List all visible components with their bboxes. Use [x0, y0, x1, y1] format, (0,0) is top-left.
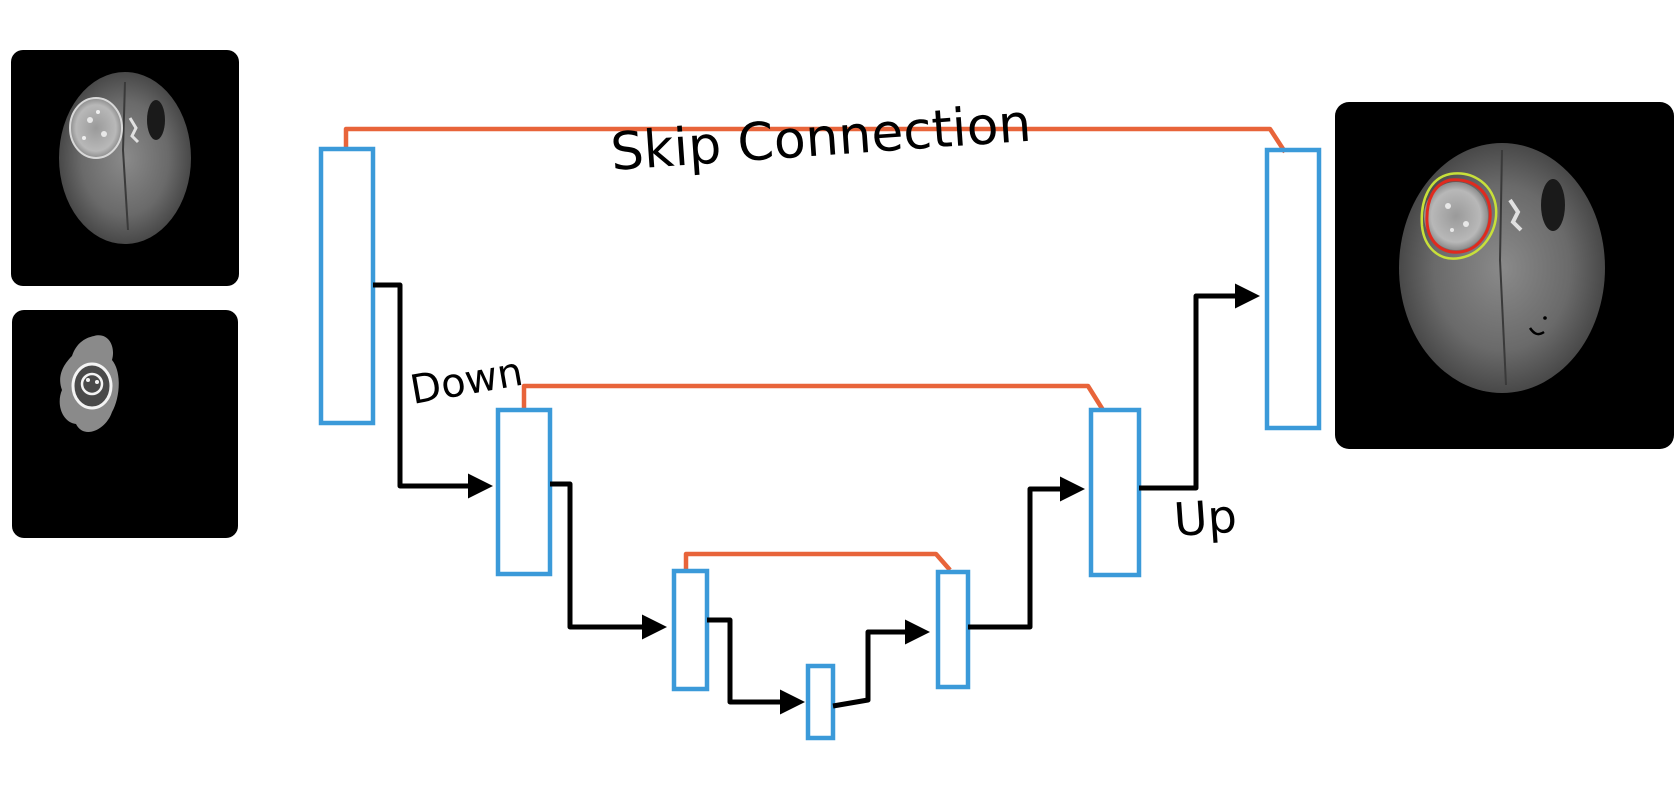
output-overlay-panel [1335, 102, 1674, 449]
input-mri-brain [59, 72, 191, 244]
predicted-contour-outer [1420, 172, 1498, 260]
up-arrow-2 [968, 476, 1085, 630]
bottleneck-block [805, 663, 836, 741]
tumor-mask [59, 335, 119, 433]
skip-connection-level-3 [683, 551, 952, 572]
skip-connection-label: Skip Connection [609, 94, 1034, 183]
up-label: Up [1172, 489, 1238, 547]
network-blocks [318, 146, 1322, 741]
down-arrow-1 [373, 282, 493, 499]
up-arrow-1 [832, 619, 930, 709]
down-label: Down [407, 349, 527, 414]
input-mask-panel [12, 310, 238, 538]
down-arrow-3 [707, 617, 805, 715]
up-arrow-3 [1139, 283, 1260, 491]
down-arrow-2 [550, 481, 667, 640]
flow-arrows [373, 282, 1260, 715]
skip-connections [343, 126, 1287, 572]
skip-connection-level-1 [343, 126, 1287, 154]
input-mri-panel [11, 50, 239, 286]
encoder-block-2 [495, 407, 553, 577]
output-mri-brain [1399, 143, 1605, 393]
encoder-block-1 [318, 146, 376, 426]
predicted-contour-inner [1425, 178, 1492, 254]
decoder-block-2 [1088, 407, 1142, 578]
skip-connection-level-2 [521, 383, 1105, 412]
encoder-block-3 [671, 568, 710, 692]
decoder-block-3 [935, 569, 971, 690]
scribble-mark [1528, 316, 1547, 336]
decoder-block-1 [1264, 147, 1322, 431]
